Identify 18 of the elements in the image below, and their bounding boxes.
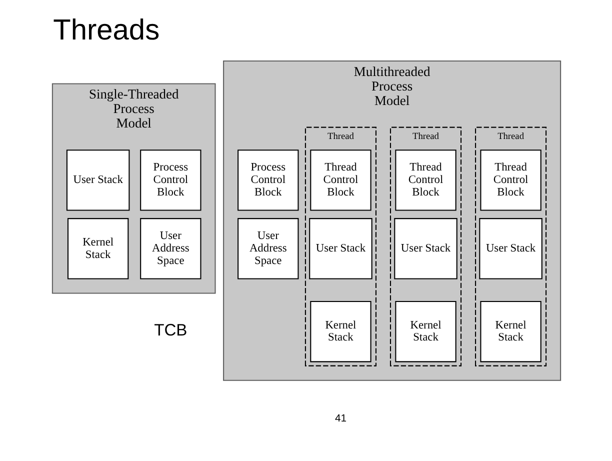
- node-box: User Stack: [478, 218, 542, 280]
- node-box: Process Control Block: [237, 150, 298, 211]
- node-box: Thread Control Block: [394, 150, 456, 211]
- node-box: User Address Space: [140, 218, 201, 280]
- node-box: Thread Control Block: [310, 150, 371, 211]
- label: TCB: [154, 320, 187, 340]
- node-box: Kernel Stack: [480, 301, 541, 362]
- node-box: User Stack: [308, 218, 372, 280]
- node-box: Thread Control Block: [480, 150, 541, 211]
- label: 41: [334, 413, 346, 424]
- diagram-title: Threads: [52, 14, 160, 47]
- node-box: User Address Space: [237, 218, 298, 280]
- node-box: User Stack: [66, 150, 130, 211]
- node-box: Kernel Stack: [394, 301, 456, 362]
- node-box: Kernel Stack: [310, 301, 371, 362]
- node-box: User Stack: [394, 218, 457, 280]
- node-box: Process Control Block: [140, 150, 201, 211]
- node-box: Kernel Stack: [66, 218, 128, 280]
